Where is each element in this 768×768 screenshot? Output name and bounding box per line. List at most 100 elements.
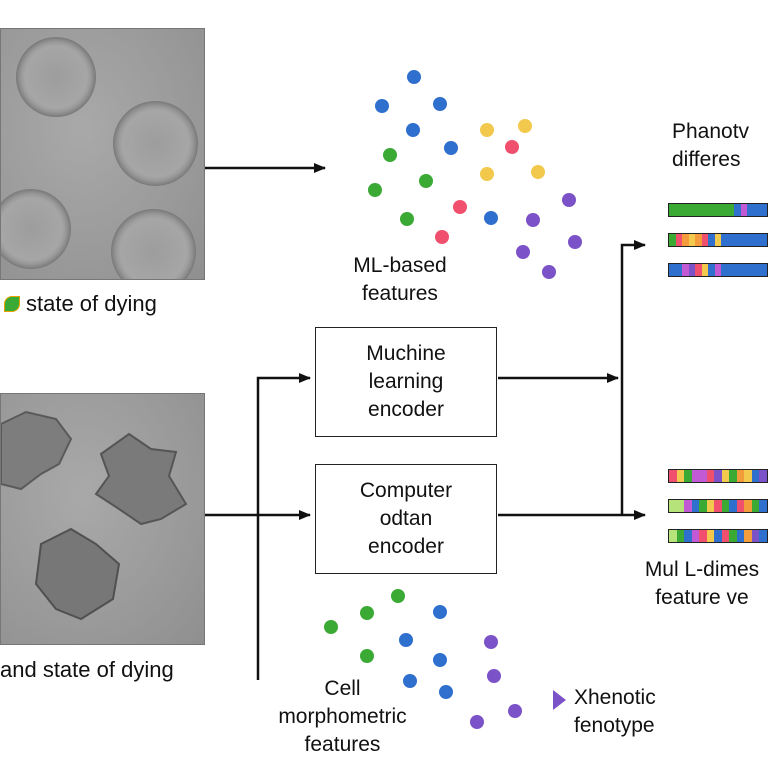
feature-vector-segment bbox=[714, 500, 722, 512]
feature-vector-segment bbox=[701, 264, 709, 276]
feature-vector-segment bbox=[751, 530, 760, 542]
feature-vector-segment bbox=[691, 470, 700, 482]
feature-vector-bar bbox=[668, 499, 768, 513]
feature-vector-segment bbox=[740, 204, 748, 216]
feature-dot bbox=[403, 674, 417, 688]
feature-vector-segment bbox=[714, 234, 722, 246]
feature-vector-segment bbox=[684, 530, 692, 542]
feature-dot bbox=[444, 141, 458, 155]
feature-vector-segment bbox=[727, 264, 735, 276]
feature-vector-bar bbox=[668, 233, 768, 247]
feature-vector-segment bbox=[736, 500, 745, 512]
feature-dot bbox=[360, 606, 374, 620]
feature-dot bbox=[383, 148, 397, 162]
feature-vector-segment bbox=[727, 204, 735, 216]
multi-dim-label: Mul L-dimes feature ve bbox=[644, 558, 760, 609]
feature-vector-segment bbox=[682, 264, 689, 276]
micro-image-round-cells bbox=[0, 28, 205, 280]
feature-dot bbox=[419, 174, 433, 188]
feature-vector-segment bbox=[729, 530, 737, 542]
feature-vector-segment bbox=[676, 530, 685, 542]
feature-vector-segment bbox=[669, 500, 677, 512]
feature-dot bbox=[324, 620, 338, 634]
feature-vector-segment bbox=[676, 500, 685, 512]
feature-dot bbox=[453, 200, 467, 214]
feature-vector-segment bbox=[753, 264, 761, 276]
feature-vector-segment bbox=[701, 234, 709, 246]
feature-vector-segment bbox=[701, 204, 709, 216]
top-state-label: state of dying bbox=[26, 291, 157, 316]
feature-dot bbox=[406, 123, 420, 137]
feature-dot bbox=[480, 167, 494, 181]
feature-vector-segment bbox=[714, 470, 722, 482]
feature-vector-segment bbox=[695, 264, 702, 276]
feature-dot bbox=[439, 685, 453, 699]
irregular-cells-art bbox=[1, 410, 188, 621]
cv-encoder-box: Computer odtan encoder bbox=[315, 464, 497, 574]
feature-vector-segment bbox=[740, 264, 748, 276]
phenotypic-diff-label: Phanotv differes bbox=[672, 120, 750, 171]
feature-dot bbox=[568, 235, 582, 249]
feature-vector-segment bbox=[759, 500, 767, 512]
feature-vector-segment bbox=[744, 500, 752, 512]
feature-vector-segment bbox=[747, 234, 754, 246]
feature-dot bbox=[505, 140, 519, 154]
feature-vector-segment bbox=[699, 500, 707, 512]
feature-dot bbox=[400, 212, 414, 226]
feature-vector-segment bbox=[688, 234, 696, 246]
micro-image-irregular-cells bbox=[0, 393, 205, 645]
feature-vector-segment bbox=[714, 204, 722, 216]
cell-morph-label: Cell morphometric features bbox=[278, 677, 407, 756]
feature-dot bbox=[407, 70, 421, 84]
feature-dot bbox=[433, 97, 447, 111]
feature-vector-segment bbox=[759, 470, 767, 482]
feature-vector-segment bbox=[688, 264, 696, 276]
feature-dot bbox=[487, 669, 501, 683]
feature-vector-segment bbox=[691, 530, 700, 542]
ml-encoder-box: Muchine learning encoder bbox=[315, 327, 497, 437]
feature-dot bbox=[526, 213, 540, 227]
feature-vector-segment bbox=[760, 264, 767, 276]
feature-dot bbox=[470, 715, 484, 729]
feature-vector-segment bbox=[669, 204, 676, 216]
feature-vector-segment bbox=[706, 530, 715, 542]
feature-dot bbox=[360, 649, 374, 663]
feature-vector-segment bbox=[747, 264, 754, 276]
feature-dot bbox=[531, 165, 545, 179]
feature-vector-segment bbox=[682, 234, 689, 246]
feature-dot bbox=[484, 635, 498, 649]
feature-vector-segment bbox=[729, 470, 737, 482]
round-cell bbox=[1, 189, 71, 269]
feature-vector-segment bbox=[721, 264, 728, 276]
round-cell bbox=[16, 37, 96, 117]
feature-vector-segment bbox=[721, 530, 730, 542]
feature-vector-segment bbox=[708, 234, 715, 246]
feature-vector-segment bbox=[708, 204, 715, 216]
feature-vector-segment bbox=[721, 500, 730, 512]
feature-vector-segment bbox=[721, 470, 730, 482]
feature-vector-segment bbox=[682, 204, 689, 216]
feature-vector-segment bbox=[675, 264, 683, 276]
feature-dot bbox=[368, 183, 382, 197]
feature-vector-segment bbox=[669, 470, 677, 482]
feature-vector-bar bbox=[668, 529, 768, 543]
feature-vector-segment bbox=[740, 234, 748, 246]
feature-vector-segment bbox=[691, 500, 700, 512]
feature-vector-segment bbox=[675, 204, 683, 216]
feature-vector-segment bbox=[684, 500, 692, 512]
feature-vector-segment bbox=[751, 500, 760, 512]
leaf-icon bbox=[4, 296, 20, 312]
feature-vector-segment bbox=[736, 530, 745, 542]
feature-vector-segment bbox=[695, 234, 702, 246]
feature-dot bbox=[508, 704, 522, 718]
feature-vector-segment bbox=[714, 264, 722, 276]
feature-dot bbox=[516, 245, 530, 259]
feature-vector-segment bbox=[721, 204, 728, 216]
feature-vector-bar bbox=[668, 203, 768, 217]
feature-dot bbox=[433, 605, 447, 619]
feature-vector-segment bbox=[699, 530, 707, 542]
phenotic-label: Xhenotic fenotype bbox=[574, 686, 656, 737]
feature-dot bbox=[484, 211, 498, 225]
